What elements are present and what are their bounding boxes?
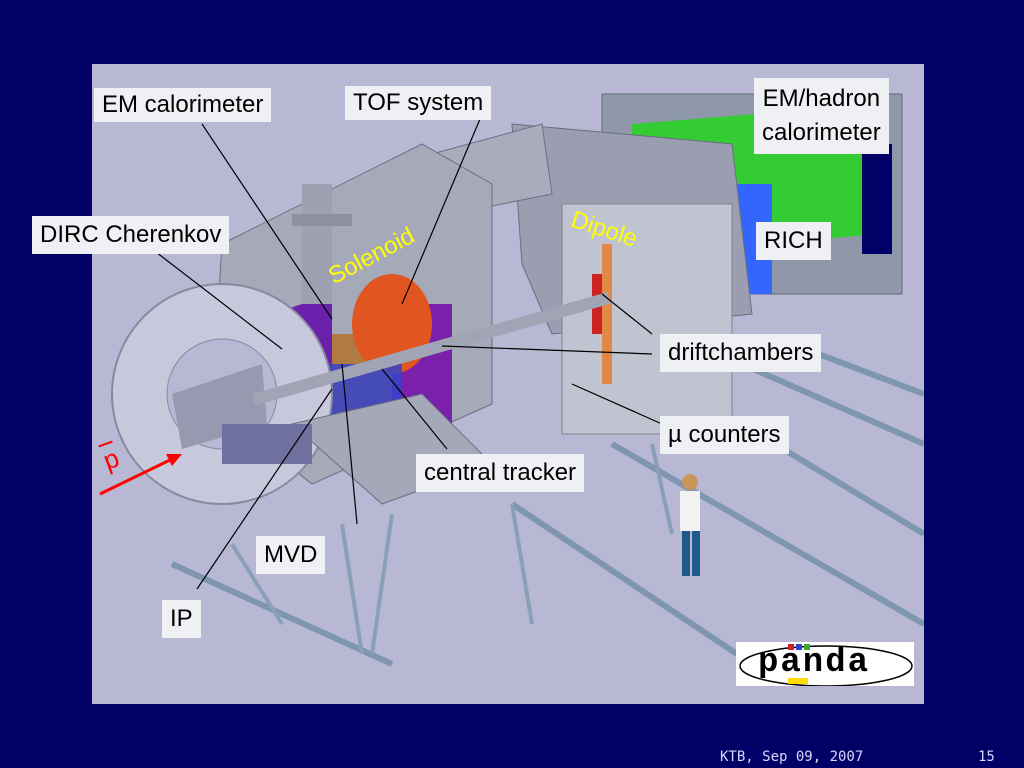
person-figure (680, 474, 700, 576)
dirc-cherenkov-label: DIRC Cherenkov (32, 216, 230, 254)
page-number: 15 (978, 749, 995, 765)
detector-drawing (99, 93, 924, 667)
mu-counters-label: µ counters (660, 416, 789, 454)
detector-figure: Solenoid Dipole (92, 64, 924, 704)
target-spectrometer (111, 143, 611, 505)
panda-logo-graphic (739, 644, 913, 686)
beam-arrow (99, 454, 182, 496)
em-hadron-calorimeter-label: EM/hadron calorimeter (754, 78, 889, 154)
leader-lines (151, 118, 663, 590)
em-hadron-line2: calorimeter (762, 119, 881, 146)
mvd-label: MVD (256, 536, 326, 574)
panda-logo-text: panda (758, 644, 871, 682)
dipole-magnet (431, 123, 753, 435)
tof-system-label: TOF system (345, 86, 492, 120)
em-hadron-line1: EM/hadron (762, 85, 881, 112)
footer-date: KTB, Sep 09, 2007 (720, 749, 864, 765)
central-tracker-label: central tracker (416, 454, 585, 492)
rich-label: RICH (756, 222, 831, 260)
em-calorimeter-label: EM calorimeter (94, 88, 272, 122)
panda-logo: panda (736, 642, 914, 686)
support-struts (230, 443, 674, 655)
driftchambers-label: driftchambers (660, 334, 822, 372)
ip-label: IP (162, 600, 201, 638)
